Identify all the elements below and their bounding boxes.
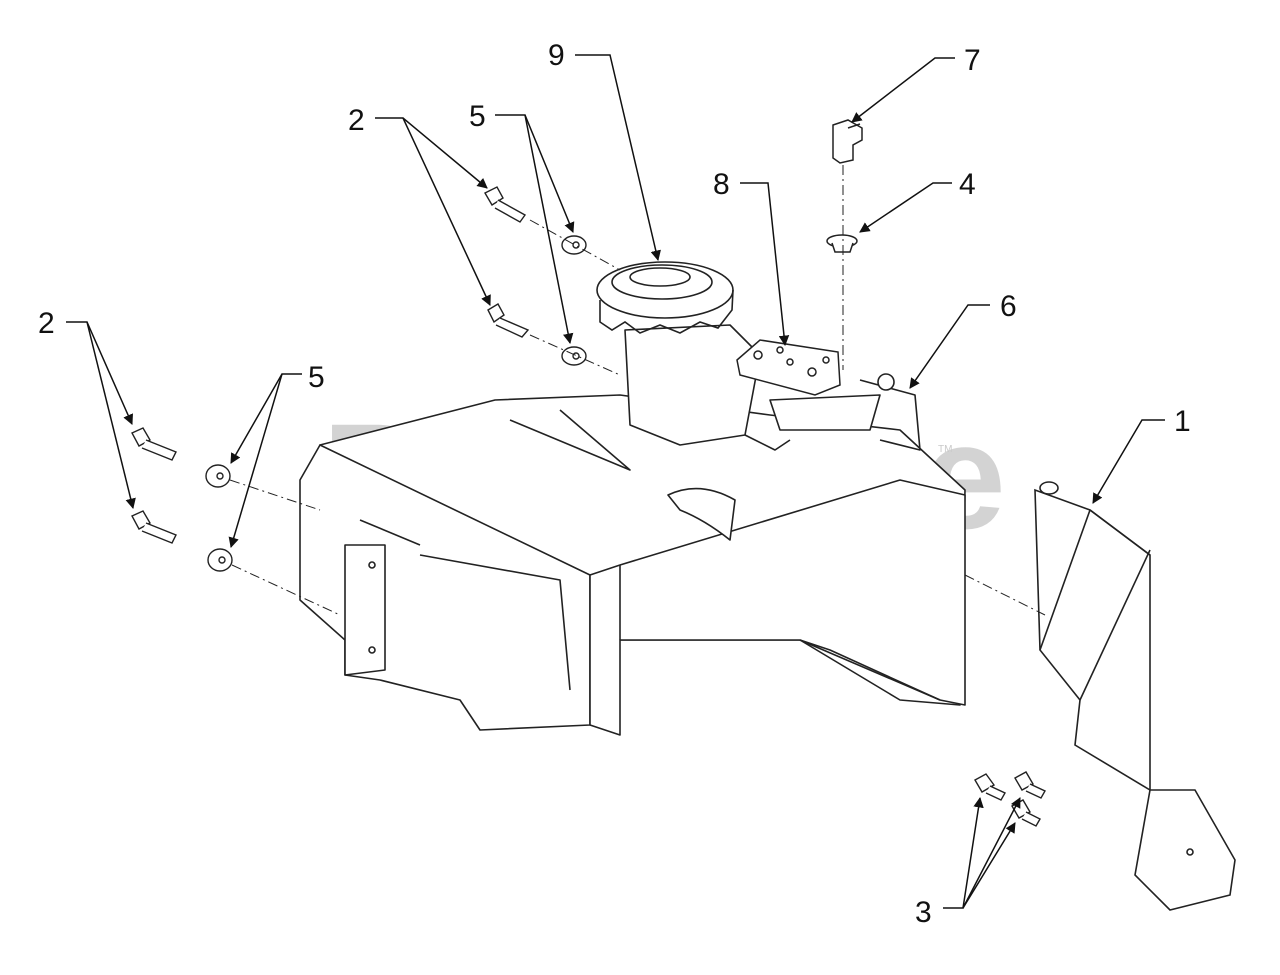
sender-plate (736, 339, 841, 396)
fuel-cap (596, 261, 734, 334)
callout-5-upper: 5 (469, 100, 486, 133)
grommet (826, 234, 858, 253)
tank-bracket (1034, 481, 1236, 911)
callout-labels: 9 2 5 7 8 4 6 2 5 1 3 (38, 39, 1191, 929)
callout-3: 3 (915, 896, 932, 929)
callout-9: 9 (548, 39, 565, 72)
callout-8: 8 (713, 168, 730, 201)
centerline-upper-bolt-2 (529, 334, 621, 376)
callout-2-upper: 2 (348, 104, 365, 137)
callout-7: 7 (964, 44, 981, 77)
centerline-upper-bolt-1 (529, 219, 621, 271)
callout-5-left: 5 (308, 361, 325, 394)
leader-lines (66, 54, 1165, 909)
centerline-bracket (964, 574, 1046, 616)
upper-hardware (484, 186, 587, 366)
left-hardware (131, 427, 233, 572)
watermark-trademark: TM (938, 444, 952, 455)
centerline-left-bolt-1 (229, 479, 321, 511)
callout-4: 4 (959, 168, 976, 201)
callout-2-left: 2 (38, 307, 55, 340)
fuel-tank (299, 324, 966, 736)
callout-1: 1 (1174, 405, 1191, 438)
fuel-fitting (832, 119, 863, 164)
callout-6: 6 (1000, 290, 1017, 323)
